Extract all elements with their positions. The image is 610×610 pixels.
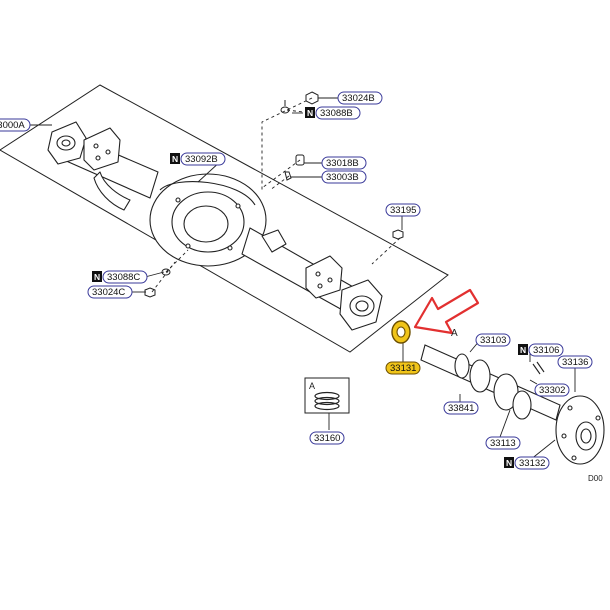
svg-text:33024C: 33024C <box>92 287 125 298</box>
svg-text:33018B: 33018B <box>326 158 359 169</box>
label-33103[interactable]: 33103 <box>475 333 511 347</box>
label-33024c[interactable]: 33024C <box>87 285 133 299</box>
label-33003b[interactable]: 33003B <box>321 170 367 184</box>
svg-text:33302: 33302 <box>539 385 565 396</box>
svg-text:N: N <box>172 154 178 164</box>
n-badge <box>518 344 528 355</box>
svg-text:33003B: 33003B <box>326 172 359 183</box>
svg-text:33088B: 33088B <box>320 108 353 119</box>
label-33160[interactable]: 33160 <box>309 431 345 445</box>
label-33024b[interactable]: 33024B <box>337 91 383 105</box>
svg-text:33103: 33103 <box>480 335 506 346</box>
inset-box: A <box>304 377 350 414</box>
leader-lines <box>151 97 401 293</box>
svg-text:33000A: 33000A <box>0 120 25 131</box>
svg-text:N: N <box>520 345 526 355</box>
n-badge <box>504 457 514 468</box>
label-33195[interactable]: 33195 <box>385 203 421 217</box>
svg-text:33024B: 33024B <box>342 93 375 104</box>
assembly-outline <box>0 84 449 353</box>
label-33000a[interactable]: 33000A <box>0 118 31 132</box>
n-badge <box>92 271 102 282</box>
label-33132[interactable]: N 33132 <box>504 456 550 470</box>
label-33088c[interactable]: N 33088C <box>92 270 148 284</box>
highlight-arrow <box>413 288 480 335</box>
label-33113[interactable]: 33113 <box>485 436 521 450</box>
svg-text:33132: 33132 <box>519 458 545 469</box>
svg-text:33088C: 33088C <box>107 272 140 283</box>
svg-text:33092B: 33092B <box>185 154 218 165</box>
callout-letter: A <box>451 328 458 339</box>
svg-text:33106: 33106 <box>533 345 559 356</box>
svg-text:N: N <box>506 458 512 468</box>
label-33088b[interactable]: N 33088B <box>305 106 361 120</box>
svg-text:33113: 33113 <box>490 438 516 449</box>
svg-text:33160: 33160 <box>314 433 340 444</box>
axle-shaft-parts <box>391 320 605 465</box>
svg-text:33136: 33136 <box>562 357 588 368</box>
axle-housing <box>47 121 383 331</box>
label-33136[interactable]: 33136 <box>557 355 593 369</box>
svg-text:33195: 33195 <box>390 205 416 216</box>
inset-letter: A <box>309 381 315 391</box>
n-badge <box>305 107 315 118</box>
svg-text:33131: 33131 <box>390 363 416 374</box>
label-33092b[interactable]: N 33092B <box>170 152 226 166</box>
label-33106[interactable]: N 33106 <box>518 343 564 357</box>
label-33302[interactable]: 33302 <box>534 383 570 397</box>
label-33018b[interactable]: 33018B <box>321 156 367 170</box>
label-33131[interactable]: 33131 <box>385 361 421 375</box>
spring-icon <box>314 391 340 411</box>
svg-text:N: N <box>94 272 100 282</box>
label-33841[interactable]: 33841 <box>443 401 479 415</box>
svg-text:33841: 33841 <box>448 403 474 414</box>
svg-text:N: N <box>307 108 313 118</box>
n-badge <box>170 153 180 164</box>
corner-code: D00 <box>588 474 603 483</box>
